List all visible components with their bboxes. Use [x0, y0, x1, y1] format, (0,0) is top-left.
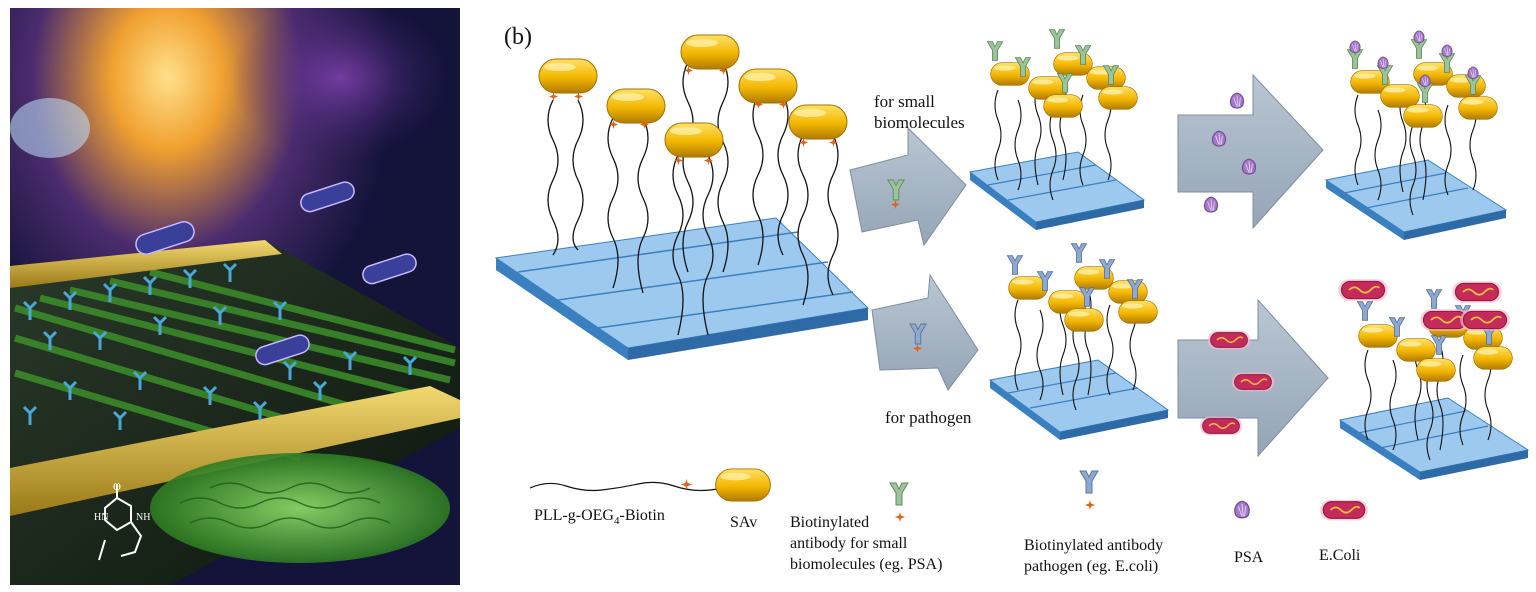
sensor-illustration: O HN NH: [10, 8, 460, 585]
substrate-bottom-right: [1337, 278, 1530, 480]
arrow-small-biomolecules: [849, 126, 967, 247]
arrow-label-small: for small biomolecules: [874, 92, 965, 132]
legend-psa-label: PSA: [1234, 549, 1264, 566]
svg-text:HN: HN: [94, 512, 108, 523]
sensor-scene-image: O HN NH: [10, 8, 460, 585]
arrow-psa: [1177, 73, 1324, 230]
sav-large: [538, 34, 848, 165]
panel-label: (b): [504, 24, 532, 50]
legend-polymer-label: PLL-g-OEG4-Biotin: [534, 507, 665, 528]
polymer-tethers: [547, 61, 839, 336]
arrow-pathogen: [871, 273, 979, 391]
legend-antibody-blue-icon: [1079, 470, 1099, 494]
large-substrate: [494, 217, 870, 360]
schematic-drawing: (b): [494, 24, 1530, 522]
legend-icons: [529, 468, 1369, 522]
substrate-top-middle: [968, 29, 1146, 230]
legend-ecoli-icon: [1319, 498, 1369, 522]
legend-polymer-icon: [529, 481, 747, 492]
svg-text:NH: NH: [136, 512, 150, 523]
legend-antibody-small-label: Biotinylated antibody for small biomolec…: [790, 514, 943, 573]
arrow-label-pathogen: for pathogen: [885, 408, 972, 427]
legend-sav-label: SAv: [730, 514, 758, 531]
legend-antibody-pathogen-label: Biotinylated antibody pathogen (eg. E.co…: [1024, 537, 1164, 575]
svg-text:O: O: [113, 481, 121, 493]
legend-sav-icon: [715, 468, 771, 502]
substrate-bottom-middle: [988, 243, 1170, 440]
substrate-top-right: [1324, 30, 1508, 240]
legend-antibody-green-icon: [889, 482, 909, 506]
assay-schematic: (b): [468, 0, 1536, 587]
legend-ecoli-label: E.Coli: [1319, 547, 1361, 564]
legend-psa-icon: [1234, 500, 1250, 519]
